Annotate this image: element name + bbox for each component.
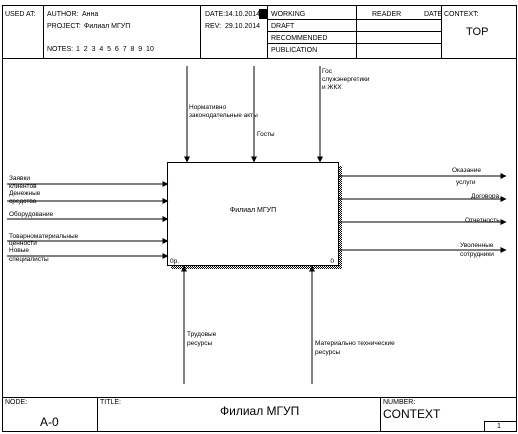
control-label-3-line-1: Гос — [322, 68, 333, 75]
footer-bottom-border — [2, 431, 517, 432]
output-label-3: Отчетность — [465, 217, 500, 224]
control-label-3-line-3: и ЖКХ — [322, 84, 342, 91]
status-publication: PUBLICATION — [271, 47, 318, 54]
function-box-cost: 0р. — [170, 258, 179, 265]
rev-label: REV: — [205, 23, 222, 30]
status-working-marker — [259, 9, 267, 19]
output-label-1-line-2: услуги — [456, 179, 476, 186]
output-label-1-line-1: Оказание — [452, 167, 481, 174]
output-label-2: Договора — [471, 193, 500, 200]
header-top-border — [2, 5, 516, 6]
page-box-top — [484, 421, 516, 422]
reader-label: READER — [372, 11, 402, 18]
notes-value: 1 2 3 4 5 6 7 8 9 10 — [76, 46, 154, 53]
context-label: CONTEXT: — [444, 11, 479, 18]
page-number: 1 — [497, 423, 501, 430]
status-recommended: RECOMMENDED — [271, 35, 328, 42]
author-label: AUTHOR: — [47, 11, 79, 18]
mechanism-label-1-line-2: ресурсы — [187, 340, 213, 347]
input-label-1-line-2: клиентов — [9, 183, 37, 190]
output-label-4-line-1: Уволенные — [460, 242, 494, 249]
status-row-line-2 — [267, 31, 441, 32]
date-value: 14.10.2014 — [225, 11, 261, 18]
mechanism-label-1-line-1: Трудовые — [187, 331, 217, 338]
header-divider-2 — [200, 5, 201, 58]
control-label-2: Госты — [257, 131, 275, 138]
control-label-3-line-2: служэнергетики — [322, 76, 370, 83]
notes-label: NOTES: — [47, 46, 74, 53]
function-box-number: 0 — [330, 258, 334, 265]
frame-left-border — [2, 5, 3, 431]
date-label: DATE: — [205, 11, 226, 18]
number-value: CONTEXT — [383, 407, 441, 421]
input-label-5-line-1: Новые — [9, 247, 29, 254]
mechanism-label-2-line-2: ресурсы — [315, 349, 341, 356]
rev-value: 29.10.2014 — [225, 23, 261, 30]
used-at-label: USED AT: — [5, 11, 36, 18]
title-label: TITLE: — [100, 399, 122, 406]
header-divider-1 — [43, 5, 44, 58]
footer-divider-2 — [380, 397, 381, 431]
status-draft: DRAFT — [271, 23, 295, 30]
node-value: A-0 — [40, 415, 59, 429]
function-box-title: Филиал МГУП — [230, 207, 276, 214]
input-label-4-line-2: ценности — [9, 240, 37, 247]
status-working: WORKING — [271, 11, 306, 18]
context-value: TOP — [466, 26, 489, 38]
header-divider-5 — [441, 5, 442, 58]
number-label: NUMBER: — [383, 399, 416, 406]
page-box-left — [484, 421, 485, 431]
header-bottom-border — [2, 58, 516, 59]
output-label-4-line-2: сотрудники — [460, 251, 494, 258]
node-label: NODE: — [5, 399, 28, 406]
project-label: PROJECT: — [47, 23, 81, 30]
footer-divider-1 — [97, 397, 98, 431]
control-label-1-line-2: законодательные акты — [189, 112, 258, 119]
input-label-1-line-1: Заявки — [9, 175, 30, 182]
author-value: Анна — [82, 11, 99, 18]
input-label-3: Оборудование — [9, 210, 54, 218]
title-value: Филиал МГУП — [220, 404, 300, 418]
status-row-line-1 — [267, 19, 441, 20]
mechanism-label-2-line-1: Материально технические — [315, 340, 395, 347]
status-row-line-3 — [267, 43, 441, 44]
input-label-2-line-2: средства — [9, 198, 37, 205]
input-label-5-line-2: специалисты — [9, 256, 49, 263]
control-label-1-line-1: Нормативно — [189, 104, 227, 111]
input-label-4-line-1: Товарноматериальные — [9, 233, 79, 240]
frame-right-border — [516, 5, 517, 431]
project-value: Филиал МГУП — [84, 23, 131, 30]
reader-date-label: DATE — [424, 11, 443, 18]
input-label-2-line-1: Денежные — [9, 190, 41, 197]
footer-top-border — [2, 397, 516, 398]
function-box[interactable] — [167, 162, 339, 266]
